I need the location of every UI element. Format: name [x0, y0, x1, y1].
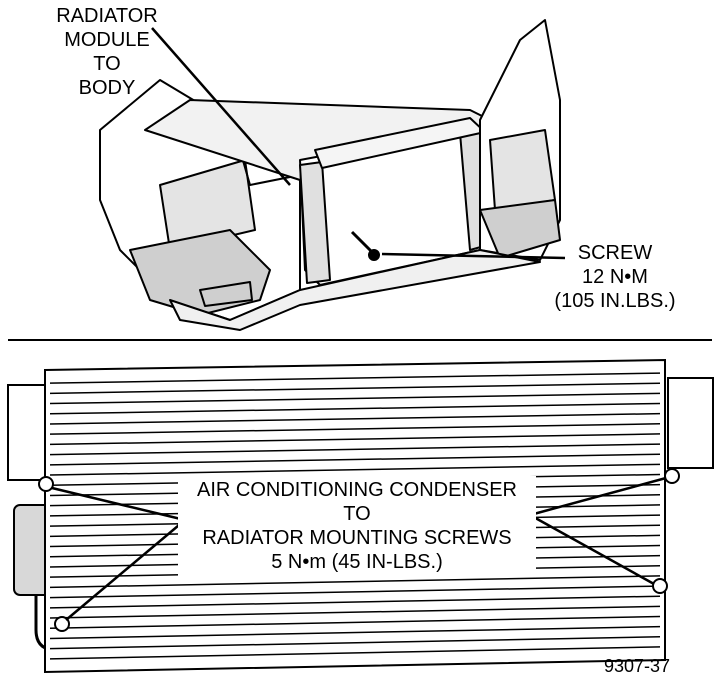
label-line: MODULE — [64, 29, 150, 51]
condenser-tube — [49, 392, 661, 405]
radiator-module-leader — [151, 27, 291, 186]
condenser-tube — [49, 575, 661, 589]
figure-number: 9307-37 — [604, 656, 671, 676]
condenser-tube — [49, 463, 661, 476]
right-headlamp-housing — [489, 129, 556, 211]
label-line: AIR CONDITIONING CONDENSER — [196, 479, 518, 501]
condenser-tube — [49, 646, 661, 660]
condenser-tube — [49, 372, 661, 384]
label-line: TO — [343, 503, 371, 525]
left-support-panel — [7, 384, 49, 481]
mount-screw-icon — [652, 578, 668, 594]
mount-screw-icon — [664, 468, 680, 484]
condenser-label: AIR CONDITIONING CONDENSER TO RADIATOR M… — [178, 476, 536, 576]
mount-screw-icon — [38, 476, 54, 492]
screw-icon — [350, 230, 380, 261]
condenser-tube — [49, 595, 661, 609]
condenser-tube — [49, 423, 661, 435]
condenser-tube — [49, 382, 661, 395]
condenser-tube — [49, 625, 661, 640]
mount-leader-lower-left — [65, 519, 186, 621]
label-line: 5 N•m (45 IN-LBS.) — [271, 551, 443, 573]
label-line: SCREW — [577, 242, 653, 264]
label-line: RADIATOR — [56, 5, 158, 27]
label-line: (105 IN.LBS.) — [554, 290, 676, 312]
condenser-tube — [49, 605, 661, 619]
radiator-tank-left — [299, 161, 331, 284]
radiator-module-label: RADIATOR MODULE TO BODY — [32, 4, 182, 100]
condenser-tube — [49, 615, 661, 629]
condenser-tube — [49, 443, 661, 456]
label-line: RADIATOR MOUNTING SCREWS — [202, 527, 512, 549]
condenser-tube — [49, 412, 661, 425]
condenser-tube — [49, 636, 661, 650]
front-end-illustration — [99, 19, 566, 331]
label-line: 12 N•M — [582, 266, 648, 288]
mount-screw-icon — [54, 616, 70, 632]
left-fascia-slot — [199, 281, 253, 307]
condenser-tube — [49, 453, 661, 466]
left-headlamp-housing — [159, 159, 256, 251]
mount-leader-lower-right — [529, 513, 655, 586]
label-line: TO — [93, 53, 121, 75]
condenser-tube — [49, 402, 661, 415]
condenser-tube — [49, 433, 661, 446]
mount-leader-upper-left — [51, 486, 186, 522]
condenser-tube — [49, 585, 661, 599]
right-support-panel — [667, 377, 714, 469]
mount-leader-upper-right — [529, 476, 667, 517]
right-bumper-cover — [479, 199, 561, 259]
left-bumper-cover — [129, 229, 271, 316]
lower-valance — [169, 249, 541, 331]
screw-label: SCREW 12 N•M (105 IN.LBS.) — [540, 241, 690, 313]
label-line: BODY — [78, 77, 136, 99]
screw-leader — [381, 252, 566, 260]
